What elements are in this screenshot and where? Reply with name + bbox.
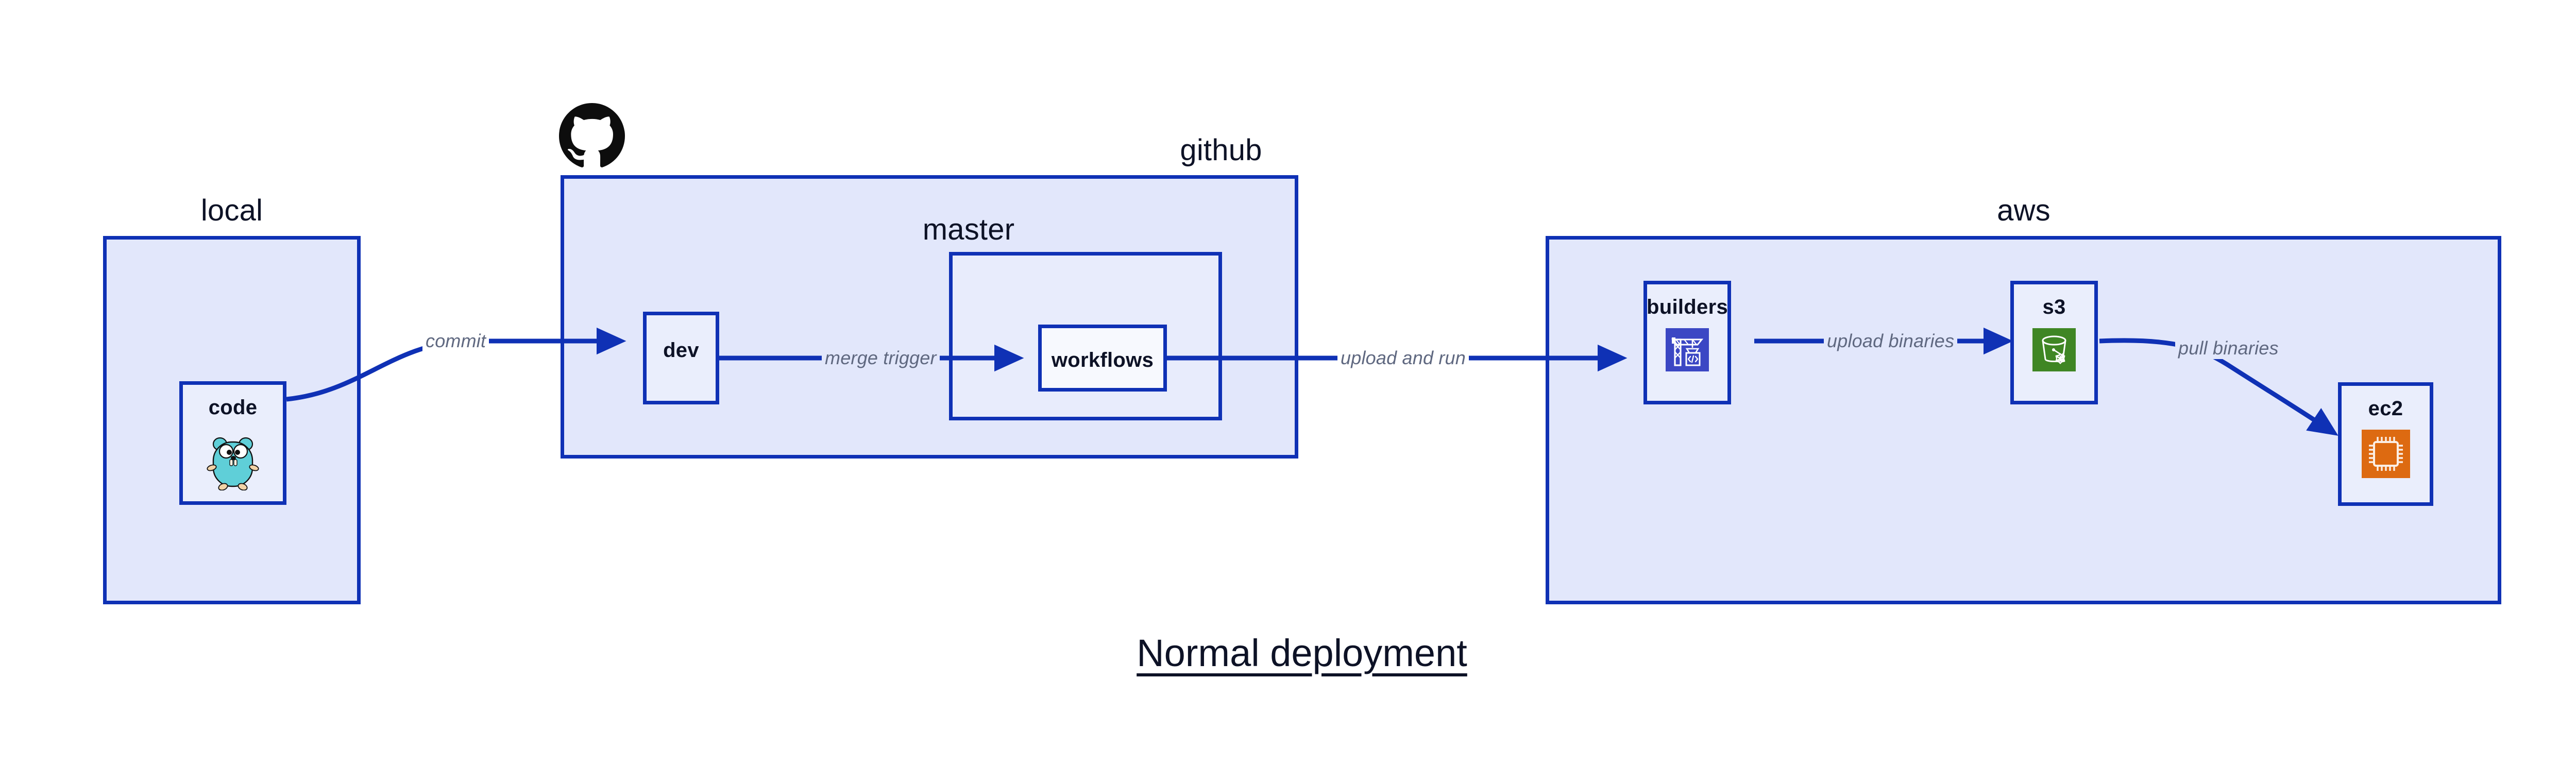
- edge-label-upload-binaries: upload binaries: [1824, 330, 1958, 352]
- node-label-ec2: ec2: [2368, 397, 2403, 420]
- diagram-title: Normal deployment: [1137, 632, 1467, 674]
- node-builders[interactable]: builders: [1643, 281, 1731, 404]
- node-s3[interactable]: s3: [2010, 281, 2098, 404]
- github-logo-icon: [559, 103, 625, 167]
- node-code[interactable]: code: [179, 381, 286, 505]
- node-label-code: code: [208, 396, 258, 419]
- edge-label-upload-and-run: upload and run: [1337, 347, 1469, 369]
- edge-label-commit: commit: [422, 330, 489, 352]
- edge-label-pull-binaries: pull binaries: [2175, 337, 2282, 359]
- group-label-master: master: [922, 213, 1015, 246]
- node-dev[interactable]: dev: [643, 312, 719, 404]
- group-label-aws: aws: [1997, 194, 2050, 227]
- node-workflows[interactable]: workflows: [1038, 325, 1167, 392]
- group-label-local: local: [200, 194, 263, 227]
- group-label-github: github: [1180, 133, 1262, 167]
- node-label-dev: dev: [663, 339, 699, 362]
- node-ec2[interactable]: ec2: [2338, 382, 2433, 506]
- aws-s3-glacier-bucket-icon: [2032, 328, 2076, 371]
- node-label-builders: builders: [1647, 296, 1728, 318]
- node-label-workflows: workflows: [1051, 349, 1154, 371]
- node-label-s3: s3: [2042, 296, 2066, 318]
- aws-ec2-cpu-chip-icon: [2361, 430, 2410, 478]
- aws-codebuild-crane-icon: [1666, 328, 1709, 371]
- go-gopher-icon: [206, 429, 260, 491]
- edge-label-merge-trigger: merge trigger: [822, 347, 940, 369]
